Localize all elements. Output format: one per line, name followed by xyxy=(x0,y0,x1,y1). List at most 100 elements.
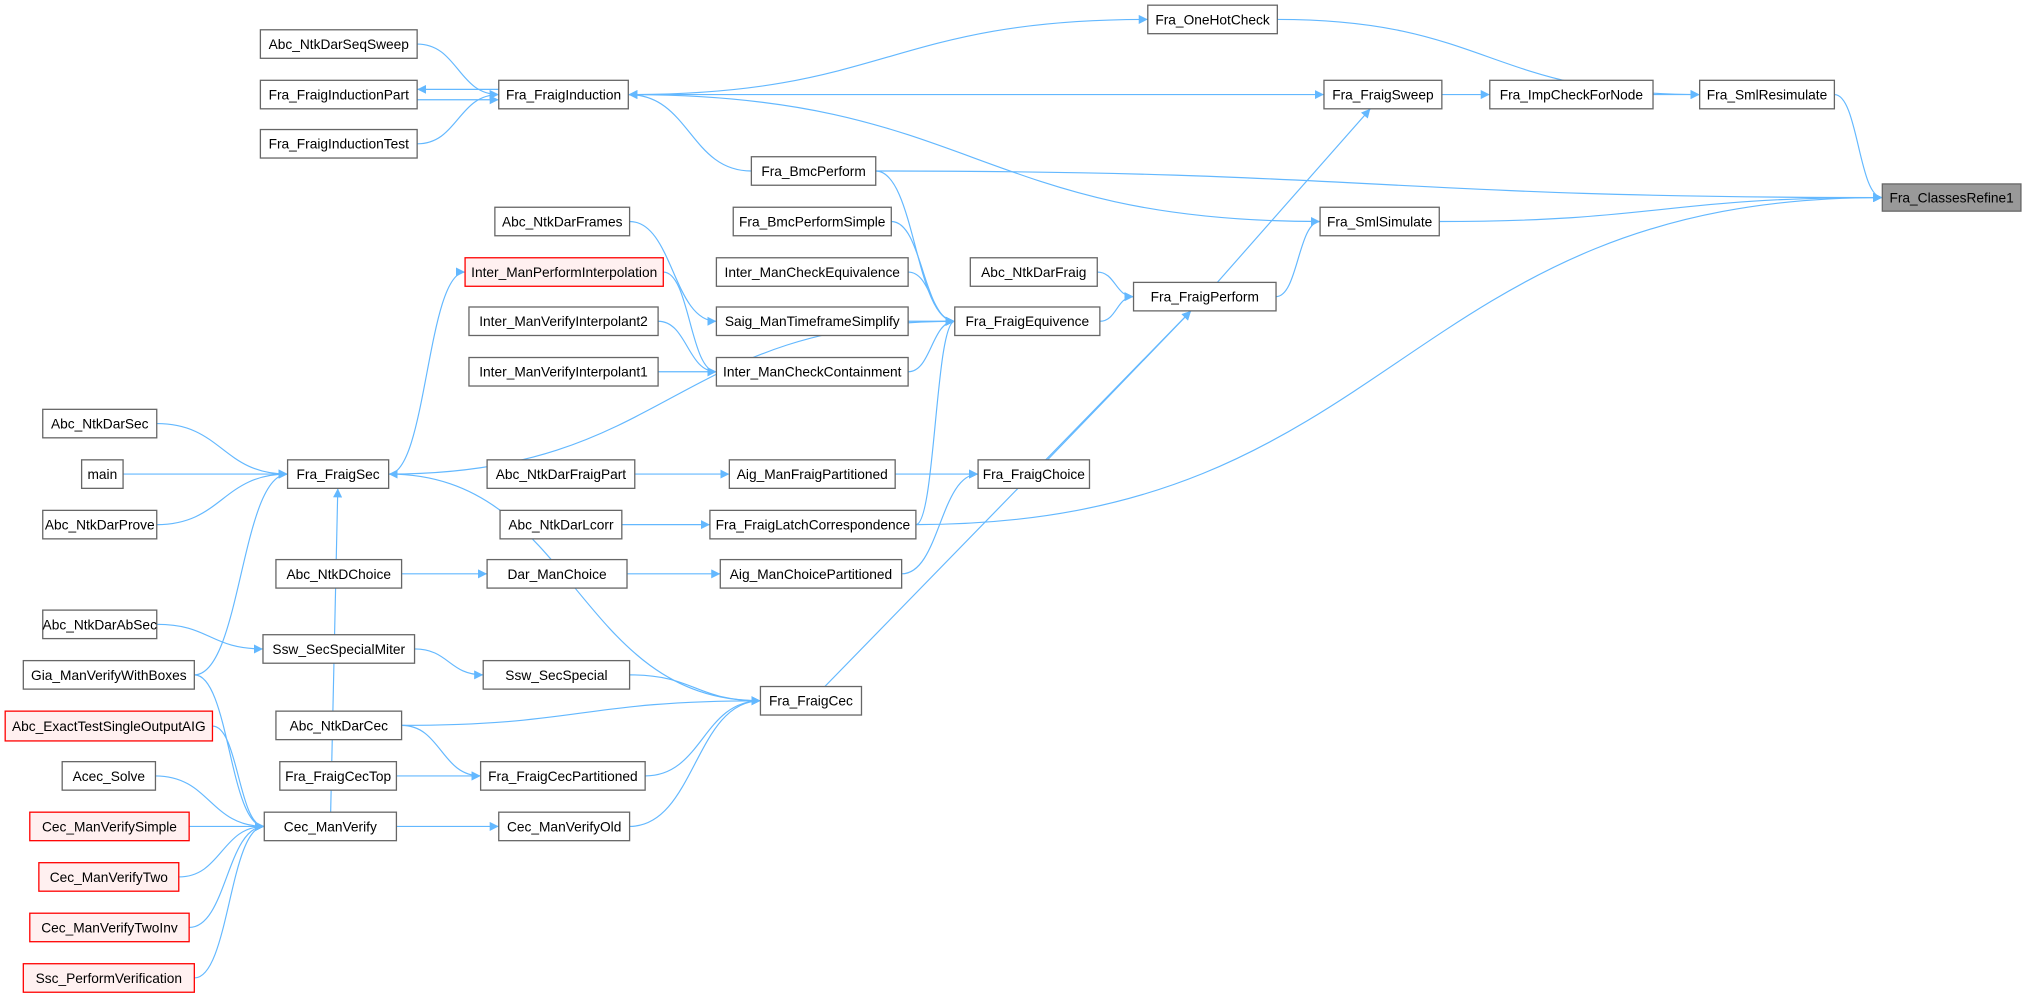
node-inter-manverifyinterpolant1[interactable]: Inter_ManVerifyInterpolant1 xyxy=(468,356,659,387)
node-fra-fraigequivence[interactable]: Fra_FraigEquivence xyxy=(954,306,1101,337)
node-box xyxy=(279,761,398,791)
edge-fra-fraigequivence-to-fra-fraigperform xyxy=(1099,292,1134,322)
node-label: Abc_NtkDarSeqSweep xyxy=(269,37,410,52)
node-box xyxy=(715,257,909,287)
node-label: Fra_OneHotCheck xyxy=(1155,12,1270,27)
node-abc-ntkdarframes[interactable]: Abc_NtkDarFrames xyxy=(494,206,631,237)
node-fra-fraiginduction[interactable]: Fra_FraigInduction xyxy=(498,79,629,110)
node-box xyxy=(29,811,190,842)
node-label: Gia_ManVerifyWithBoxes xyxy=(31,668,187,683)
node-abc-exacttestsingleoutputaig[interactable]: Abc_ExactTestSingleOutputAIG xyxy=(4,710,214,742)
node-box xyxy=(42,408,158,439)
node-fra-bmcperformsimple[interactable]: Fra_BmcPerformSimple xyxy=(732,206,892,237)
edge-inter-mancheckcontainment-to-fra-fraigequivence xyxy=(908,316,955,373)
node-inter-manverifyinterpolant2[interactable]: Inter_ManVerifyInterpolant2 xyxy=(468,306,659,337)
node-label: Inter_ManVerifyInterpolant2 xyxy=(479,314,648,329)
node-acec-solve[interactable]: Acec_Solve xyxy=(61,761,157,791)
node-box xyxy=(262,634,416,664)
node-fra-fraigcecpartitioned[interactable]: Fra_FraigCecPartitioned xyxy=(479,761,646,791)
node-abc-ntkdarlcorr[interactable]: Abc_NtkDarLcorr xyxy=(499,509,623,540)
node-abc-ntkdarfraigpart[interactable]: Abc_NtkDarFraigPart xyxy=(486,459,636,489)
node-label: Fra_FraigCecTop xyxy=(285,769,391,784)
node-fra-fraigcectop[interactable]: Fra_FraigCecTop xyxy=(279,761,398,791)
edge-gia-manverifywithboxes-to-cec-manverify xyxy=(194,674,265,831)
node-fra-impcheckfornode[interactable]: Fra_ImpCheckForNode xyxy=(1489,79,1654,110)
node-box xyxy=(977,459,1091,489)
node-saig-mantimeframesimplify[interactable]: Saig_ManTimeframeSimplify xyxy=(715,306,909,337)
node-label: Fra_FraigPerform xyxy=(1151,290,1259,305)
node-ssw-secspecial[interactable]: Ssw_SecSpecial xyxy=(482,659,631,690)
node-box xyxy=(38,862,180,892)
node-inter-mancheckequivalence[interactable]: Inter_ManCheckEquivalence xyxy=(715,257,909,287)
node-label: Inter_ManCheckContainment xyxy=(723,365,902,380)
node-box xyxy=(1319,206,1440,237)
node-fra-fraigperform[interactable]: Fra_FraigPerform xyxy=(1132,281,1277,312)
node-fra-fraiglatchcorrespondence[interactable]: Fra_FraigLatchCorrespondence xyxy=(709,509,917,540)
node-label: Saig_ManTimeframeSimplify xyxy=(725,314,900,329)
node-label: Dar_ManChoice xyxy=(507,567,607,582)
node-abc-ntkdarcec[interactable]: Abc_NtkDarCec xyxy=(275,710,403,741)
node-aig-manchoicepartitioned[interactable]: Aig_ManChoicePartitioned xyxy=(719,558,903,589)
node-box xyxy=(719,558,903,589)
node-ssw-secspecialmiter[interactable]: Ssw_SecSpecialMiter xyxy=(262,634,416,664)
edge-inter-manverifyinterpolant2-to-inter-mancheckcontainment xyxy=(658,320,717,377)
node-gia-manverifywithboxes[interactable]: Gia_ManVerifyWithBoxes xyxy=(22,659,195,690)
node-box xyxy=(80,459,124,489)
node-label: Abc_NtkDarFraigPart xyxy=(496,467,627,482)
edge-fra-bmcperform-to-fra-fraigequivence xyxy=(875,170,955,326)
node-cec-manverify[interactable]: Cec_ManVerify xyxy=(263,811,398,842)
node-main[interactable]: main xyxy=(80,459,124,489)
node-inter-manperforminterpolation[interactable]: Inter_ManPerformInterpolation xyxy=(464,257,664,287)
node-fra-fraigsweep[interactable]: Fra_FraigSweep xyxy=(1323,79,1443,110)
node-abc-ntkdchoice[interactable]: Abc_NtkDChoice xyxy=(275,558,403,589)
node-box xyxy=(263,811,398,842)
node-fra-fraigchoice[interactable]: Fra_FraigChoice xyxy=(977,459,1091,489)
node-abc-ntkdarfraig[interactable]: Abc_NtkDarFraig xyxy=(969,257,1098,287)
node-layer: Fra_ClassesRefine1 Fra_OneHotCheckFra_Sml… xyxy=(4,4,2022,993)
node-aig-manfraigpartitioned[interactable]: Aig_ManFraigPartitioned xyxy=(728,459,896,489)
node-box xyxy=(61,761,157,791)
node-label: Abc_NtkDarFraig xyxy=(981,265,1086,280)
node-box xyxy=(259,79,418,110)
node-abc-ntkdarabsec[interactable]: Abc_NtkDarAbSec xyxy=(42,609,158,640)
node-inter-mancheckcontainment[interactable]: Inter_ManCheckContainment xyxy=(715,356,909,387)
node-cec-manverifytwoinv[interactable]: Cec_ManVerifyTwoInv xyxy=(29,912,190,943)
node-cec-manverifyold[interactable]: Cec_ManVerifyOld xyxy=(498,811,631,842)
node-label: Fra_FraigEquivence xyxy=(966,314,1090,329)
node-label: Fra_FraigSweep xyxy=(1332,87,1434,102)
node-box xyxy=(498,811,631,842)
node-fra-fraigcec[interactable]: Fra_FraigCec xyxy=(759,685,863,716)
node-abc-ntkdarseqsweep[interactable]: Abc_NtkDarSeqSweep xyxy=(259,29,418,59)
node-label: Inter_ManPerformInterpolation xyxy=(471,265,657,280)
node-fra-classesrefine1: Fra_ClassesRefine1 xyxy=(1881,183,2022,212)
node-box xyxy=(969,257,1098,287)
node-label: Cec_ManVerifyTwo xyxy=(50,870,169,885)
node-label: Abc_ExactTestSingleOutputAIG xyxy=(12,719,206,734)
node-fra-smlresimulate[interactable]: Fra_SmlResimulate xyxy=(1699,79,1836,110)
node-fra-bmcperform[interactable]: Fra_BmcPerform xyxy=(750,156,877,186)
node-dar-manchoice[interactable]: Dar_ManChoice xyxy=(486,558,628,589)
node-label: Acec_Solve xyxy=(73,769,146,784)
node-box xyxy=(275,710,403,741)
node-fra-smlsimulate[interactable]: Fra_SmlSimulate xyxy=(1319,206,1440,237)
node-ssc-performverification[interactable]: Ssc_PerformVerification xyxy=(22,963,195,993)
node-abc-ntkdarprove[interactable]: Abc_NtkDarProve xyxy=(42,509,158,540)
node-label: Fra_BmcPerformSimple xyxy=(739,214,886,229)
node-fra-onehotcheck[interactable]: Fra_OneHotCheck xyxy=(1147,4,1278,35)
node-abc-ntkdarsec[interactable]: Abc_NtkDarSec xyxy=(42,408,158,439)
node-box xyxy=(468,356,659,387)
edge-fra-fraiglatchcorrespondence-to-fra-classesrefine1 xyxy=(915,193,1883,526)
edge-fra-smlresimulate-to-fra-classesrefine1 xyxy=(1834,93,1883,203)
node-box xyxy=(42,609,158,640)
node-fra-fraiginductiontest[interactable]: Fra_FraigInductionTest xyxy=(259,128,418,159)
edge-fra-fraigsec-to-inter-manperforminterpolation xyxy=(388,267,466,475)
node-label: Fra_ClassesRefine1 xyxy=(1889,190,2013,205)
node-fra-fraigsec[interactable]: Fra_FraigSec xyxy=(286,459,390,489)
node-cec-manverifytwo[interactable]: Cec_ManVerifyTwo xyxy=(38,862,180,892)
node-fra-fraiginductionpart[interactable]: Fra_FraigInductionPart xyxy=(259,79,418,110)
node-box xyxy=(486,558,628,589)
node-label: Cec_ManVerify xyxy=(284,819,377,834)
node-box xyxy=(479,761,646,791)
edge-abc-ntkdarcec-to-fra-fraigcecpartitioned xyxy=(401,724,481,781)
node-cec-manverifysimple[interactable]: Cec_ManVerifySimple xyxy=(29,811,190,842)
